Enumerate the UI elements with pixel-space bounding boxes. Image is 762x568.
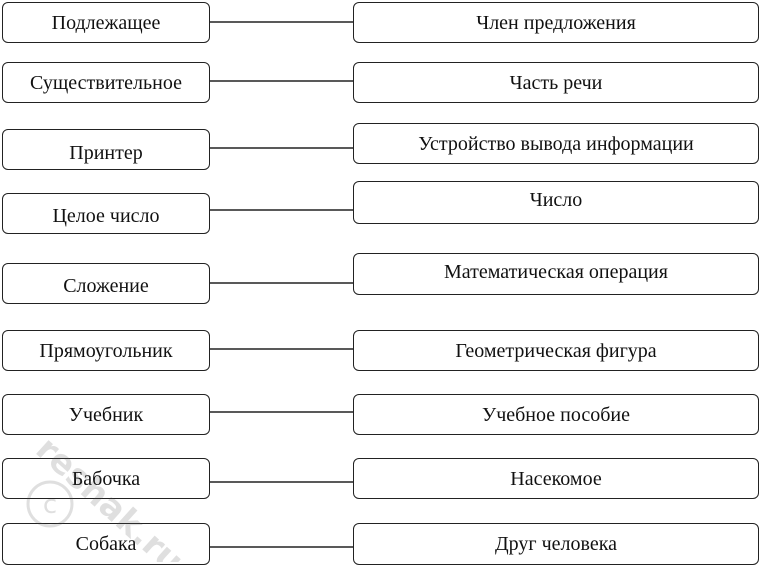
node-rectangle: Прямоугольник — [2, 330, 210, 371]
node-geometric-figure: Геометрическая фигура — [353, 330, 759, 371]
node-part-of-speech: Часть речи — [353, 62, 759, 103]
node-noun: Существительное — [2, 62, 210, 103]
node-textbook: Учебник — [2, 394, 210, 435]
node-human-friend: Друг человека — [353, 523, 759, 565]
node-printer: Принтер — [2, 129, 210, 170]
node-integer: Целое число — [2, 193, 210, 234]
node-butterfly: Бабочка — [2, 458, 210, 499]
node-math-operation: Математическая операция — [353, 253, 759, 295]
node-output-device: Устройство вывода информации — [353, 123, 759, 164]
node-addition: Сложение — [2, 263, 210, 304]
node-number: Число — [353, 181, 759, 224]
node-study-aid: Учебное пособие — [353, 394, 759, 435]
node-sentence-member: Член предложения — [353, 2, 759, 43]
node-dog: Собака — [2, 523, 210, 565]
node-insect: Насекомое — [353, 458, 759, 499]
node-subject: Подлежащее — [2, 2, 210, 43]
